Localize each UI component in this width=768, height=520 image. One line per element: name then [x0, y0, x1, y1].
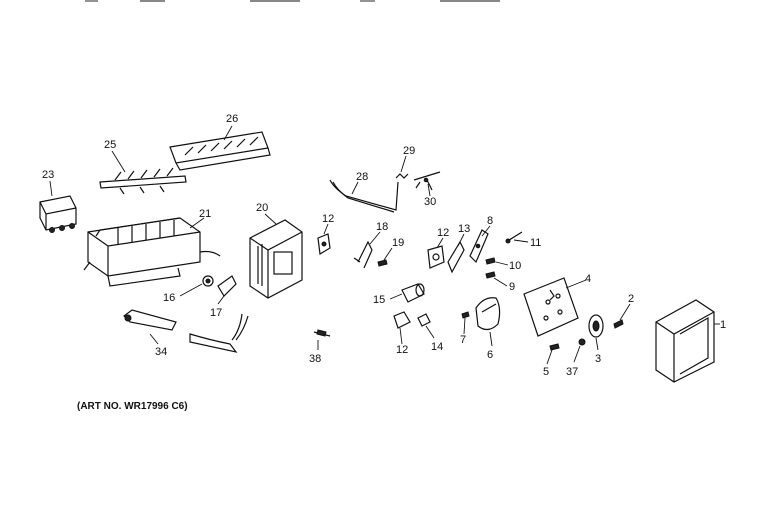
- callout-19: 19: [392, 237, 404, 249]
- callout-28: 28: [356, 171, 368, 183]
- part-6-timing-assembly: [475, 297, 501, 347]
- part-25-ejector: [99, 150, 187, 195]
- callout-11: 11: [530, 237, 541, 249]
- part-28-shutoff-arm: [329, 179, 399, 213]
- callout-14: 14: [431, 341, 443, 353]
- part-18-lever: [353, 231, 381, 269]
- callout-20: 20: [256, 202, 268, 214]
- callout-21: 21: [199, 208, 211, 220]
- part-2-screw: [613, 303, 631, 329]
- callout-9: 9: [509, 281, 515, 293]
- callout-15: 15: [373, 294, 385, 306]
- part-38-clip: [313, 329, 331, 350]
- part-26-ice-stripper: [169, 125, 271, 171]
- callout-13: 13: [458, 223, 470, 235]
- part-30-lever: [413, 171, 441, 197]
- callout-labels: 26 25 23 21 20 12 28 29 30 18 19 12 13 8…: [42, 113, 726, 378]
- part-14-bracket: [417, 313, 435, 339]
- callout-23: 23: [42, 169, 54, 181]
- part-29-spring: [395, 155, 409, 179]
- callout-30: 30: [424, 196, 436, 208]
- part-17-cam: [217, 275, 237, 305]
- callout-16: 16: [163, 292, 175, 304]
- callout-12b: 12: [437, 227, 449, 239]
- callout-26: 26: [226, 113, 238, 125]
- part-15-motor: [389, 283, 425, 303]
- part-8-switch: [469, 225, 491, 264]
- callout-17: 17: [210, 307, 222, 319]
- part-21-ice-mold: [83, 217, 221, 287]
- callout-5: 5: [543, 366, 549, 378]
- part-20-housing: [249, 213, 303, 299]
- callout-6: 6: [487, 349, 493, 361]
- part-10-screw: [485, 257, 509, 266]
- part-12-middle: [427, 237, 445, 269]
- part-1-cover: [655, 299, 720, 383]
- part-11-pin: [505, 231, 529, 244]
- part-4-mounting-plate: [523, 277, 587, 337]
- part-9-screw: [485, 271, 508, 287]
- callout-18: 18: [376, 221, 388, 233]
- part-7-screw: [461, 311, 470, 335]
- callout-29: 29: [403, 145, 415, 157]
- callout-8: 8: [487, 215, 493, 227]
- part-37-washer: [573, 338, 586, 363]
- callout-2: 2: [628, 293, 634, 305]
- part-13-bracket: [447, 233, 465, 274]
- part-12-upper-left: [317, 223, 331, 255]
- part-34-harness: [123, 309, 249, 353]
- part-3-gear: [588, 314, 604, 351]
- art-number: (ART NO. WR17996 C6): [77, 401, 188, 412]
- callout-25: 25: [104, 139, 116, 151]
- callout-7: 7: [460, 334, 466, 346]
- callout-3: 3: [595, 353, 601, 365]
- part-23-connector: [39, 180, 77, 233]
- part-12-lower: [393, 311, 411, 345]
- callout-34: 34: [155, 346, 167, 358]
- callout-1: 1: [720, 319, 726, 331]
- callout-38: 38: [309, 353, 321, 365]
- part-5-screw: [546, 343, 560, 365]
- callout-4: 4: [585, 273, 591, 285]
- callout-12a: 12: [322, 213, 334, 225]
- callout-10: 10: [509, 260, 521, 272]
- part-19-screw: [377, 247, 393, 267]
- part-16-gear: [179, 275, 214, 297]
- callout-37: 37: [566, 366, 578, 378]
- callout-12c: 12: [396, 344, 408, 356]
